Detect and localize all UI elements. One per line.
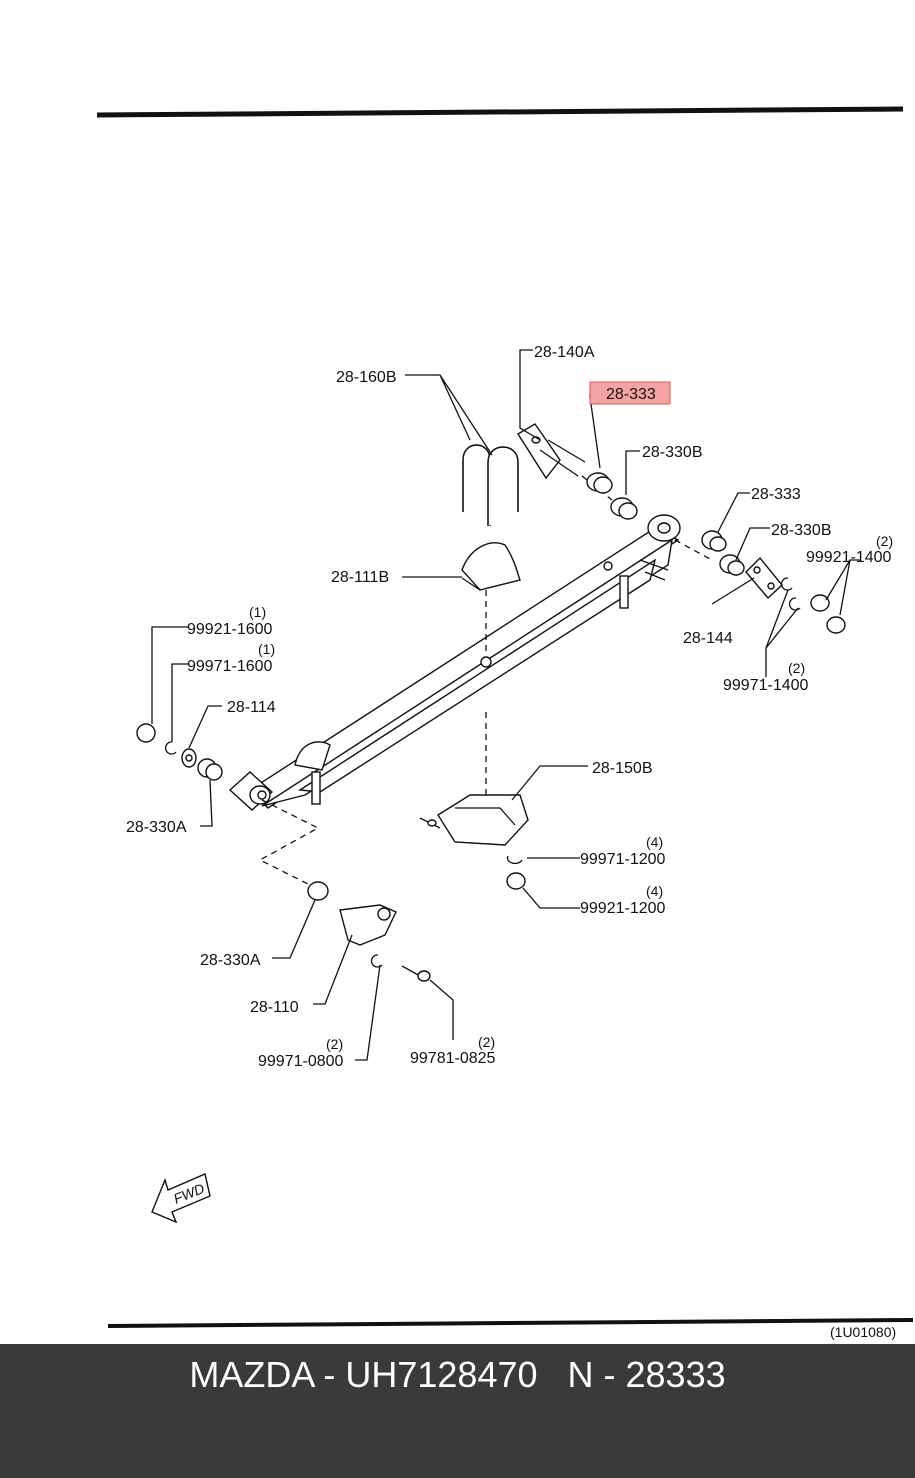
qty-99921-1400: (2) [876,533,893,549]
label-28-333-highlighted[interactable]: 28-333 [606,386,656,403]
highlight-box [589,381,671,405]
leaf-spring [228,514,681,811]
label-99921-1400: 99921-1400 [806,549,892,566]
qty-99971-0800: (2) [326,1036,343,1052]
right-shackle-parts [701,530,846,634]
qty-99781-0825: (2) [478,1034,495,1050]
label-28-110: 28-110 [250,999,299,1016]
qty-99921-1600: (1) [249,604,266,620]
label-28-330B: 28-330B [642,444,703,461]
label-28-330A: 28-330A [126,819,187,836]
label-28-330B: 28-330B [771,522,832,539]
label-28-330A: 28-330A [200,952,261,969]
top-border-line [96,106,904,118]
dash-line [258,799,320,887]
label-28-333: 28-333 [751,486,801,503]
qty-99921-1200: (4) [646,883,663,899]
fwd-arrow-icon: FWD [151,1173,211,1224]
label-99971-1400: 99971-1400 [723,677,809,694]
label-28-114: 28-114 [227,699,276,716]
label-99971-1200: 99971-1200 [580,851,666,868]
label-99921-1200: 99921-1200 [580,900,666,917]
footer-bar: MAZDA - UH7128470 N - 28333 [0,1344,915,1478]
spring-seat-part [461,542,521,591]
lower-fasteners [307,855,526,982]
footer-part-number: MAZDA - UH7128470 N - 28333 [189,1354,726,1395]
qty-99971-1600: (1) [258,641,275,657]
label-99971-1600: 99971-1600 [187,658,273,675]
qty-99971-1200: (4) [646,834,663,850]
u-bolt-part [462,444,519,526]
bottom-border-line [107,1318,914,1328]
dash-line [674,539,713,561]
parts-diagram: 28-140A 28-160B 28-333 28-330B 28-333 28… [96,106,914,1340]
image-code: (1U01080) [830,1324,896,1340]
label-28-160B: 28-160B [336,369,397,386]
label-99971-0800: 99971-0800 [258,1053,344,1070]
bushing-28-333-part [586,472,613,494]
label-28-150B: 28-150B [592,760,653,777]
spring-plate-part [419,794,529,846]
qty-99971-1400: (2) [788,660,805,676]
label-99781-0825: 99781-0825 [410,1050,496,1067]
label-28-111B: 28-111B [331,569,389,586]
label-99921-1600: 99921-1600 [187,621,273,638]
label-28-140A: 28-140A [534,344,595,361]
left-end-parts [136,723,223,781]
label-28-144: 28-144 [683,630,733,647]
bushing-28-330B-part [610,497,638,520]
